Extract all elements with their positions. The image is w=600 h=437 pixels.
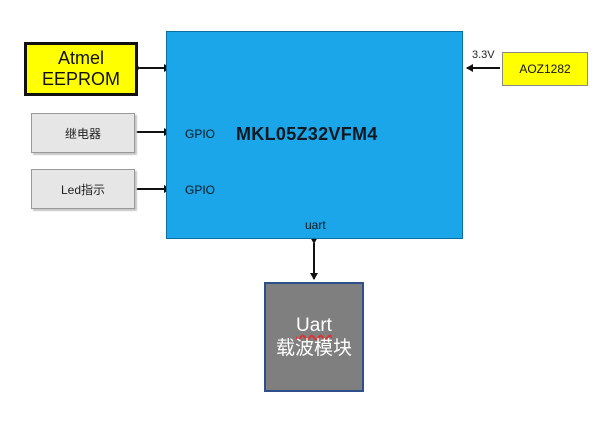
pin-gpio-led: GPIO	[185, 183, 216, 197]
relay-label: 继电器	[64, 126, 101, 141]
relay-block: 继电器	[31, 113, 135, 153]
eeprom-line1: Atmel	[57, 48, 104, 68]
pin-gpio-relay: GPIO	[185, 127, 216, 141]
mcu-block	[166, 31, 463, 239]
uart-module-line2: 载波模块	[275, 338, 352, 359]
pin-uart: uart	[305, 218, 326, 232]
mcu-name: MKL05Z32VFM4	[236, 124, 378, 144]
led-label: Led指示	[60, 182, 106, 197]
power-regulator-block: AOZ1282	[502, 52, 588, 86]
uart-module-block: Uart 载波模块	[264, 282, 364, 392]
power-voltage-label: 3.3V	[472, 49, 495, 61]
led-block: Led指示	[31, 169, 135, 209]
eeprom-line2: EEPROM	[41, 69, 120, 89]
uart-module-line1: Uart	[296, 315, 332, 336]
eeprom-block: Atmel EEPROM	[24, 42, 138, 96]
power-regulator-name: AOZ1282	[519, 62, 571, 76]
